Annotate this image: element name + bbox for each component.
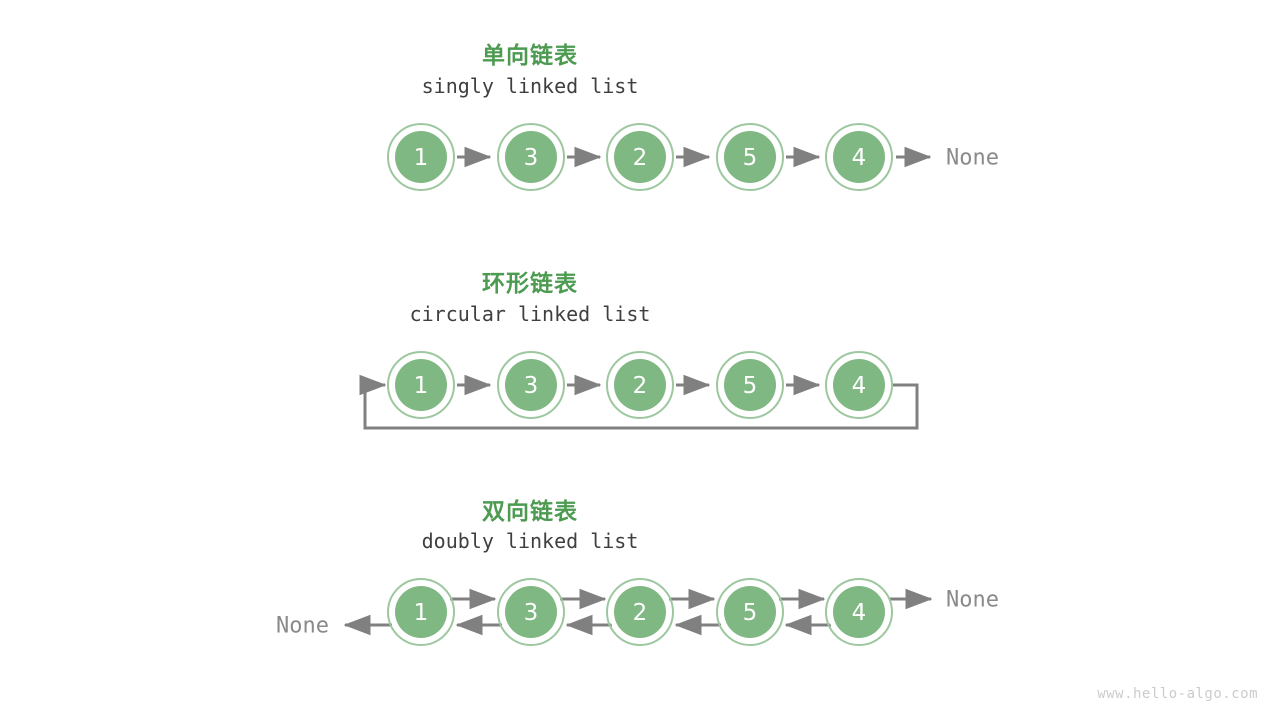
doubly-title: 双向链表 [482, 499, 578, 525]
list-node: 5 [716, 351, 784, 419]
singly-subtitle: singly linked list [421, 74, 639, 98]
tail-none-label: None [946, 146, 999, 171]
circular-subtitle: circular linked list [409, 302, 651, 326]
list-node: 3 [497, 578, 565, 646]
circular-title: 环形链表 [482, 271, 578, 297]
watermark: www.hello-algo.com [1097, 686, 1258, 702]
node-label: 1 [414, 600, 429, 626]
doubly-linked-list-diagram: 1 3 2 5 4 None None [276, 578, 999, 646]
node-label: 4 [852, 600, 867, 626]
tail-none-label: None [946, 588, 999, 613]
list-node: 5 [716, 578, 784, 646]
node-label: 5 [743, 600, 758, 626]
list-node: 4 [825, 578, 893, 646]
loop-back-arrow [359, 374, 919, 430]
circular-linked-list-diagram: 1 3 2 5 4 [359, 351, 919, 430]
singly-linked-list-diagram: 1 3 2 5 4 None [387, 123, 999, 191]
list-node: 1 [387, 123, 455, 191]
node-label: 3 [524, 373, 539, 399]
list-node: 1 [387, 578, 455, 646]
list-node: 2 [606, 123, 674, 191]
node-label: 1 [414, 145, 429, 171]
node-label: 4 [852, 145, 867, 171]
list-node: 3 [497, 123, 565, 191]
list-node: 1 [387, 351, 455, 419]
head-none-label: None [276, 614, 329, 639]
node-label: 2 [633, 373, 648, 399]
node-label: 2 [633, 600, 648, 626]
list-node: 2 [606, 578, 674, 646]
doubly-subtitle: doubly linked list [421, 529, 639, 553]
list-node: 3 [497, 351, 565, 419]
node-label: 2 [633, 145, 648, 171]
node-label: 5 [743, 373, 758, 399]
list-node: 5 [716, 123, 784, 191]
node-label: 1 [414, 373, 429, 399]
list-node: 4 [825, 351, 893, 419]
node-label: 5 [743, 145, 758, 171]
node-label: 4 [852, 373, 867, 399]
list-node: 2 [606, 351, 674, 419]
node-label: 3 [524, 145, 539, 171]
node-label: 3 [524, 600, 539, 626]
list-node: 4 [825, 123, 893, 191]
singly-title: 单向链表 [482, 43, 578, 69]
